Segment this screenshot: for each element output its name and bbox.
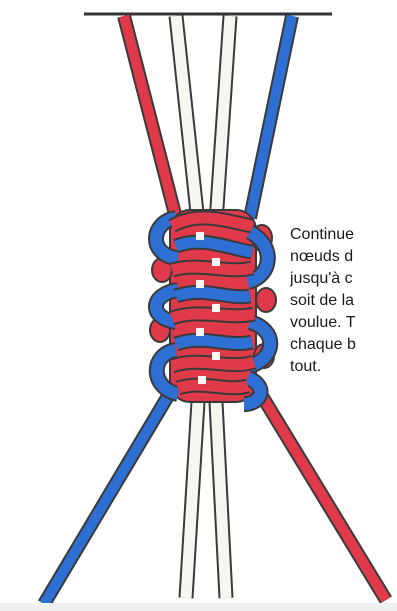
bottom-edge-strip [0,603,397,611]
caption-line: Continue [290,224,397,246]
caption-line: chaque b [290,334,397,356]
upper-outer-cords [124,16,292,218]
caption-line: jusqu'à c [290,268,397,290]
upper-filler-cords [176,16,230,222]
lower-filler-cords [186,402,226,598]
knot-sennit [150,210,276,404]
caption-line: tout. [290,356,397,378]
caption-line: voulue. T [290,312,397,334]
caption-line: soit de la [290,290,397,312]
instruction-caption: Continue nœuds d jusqu'à c soit de la vo… [290,224,397,378]
caption-line: nœuds d [290,246,397,268]
